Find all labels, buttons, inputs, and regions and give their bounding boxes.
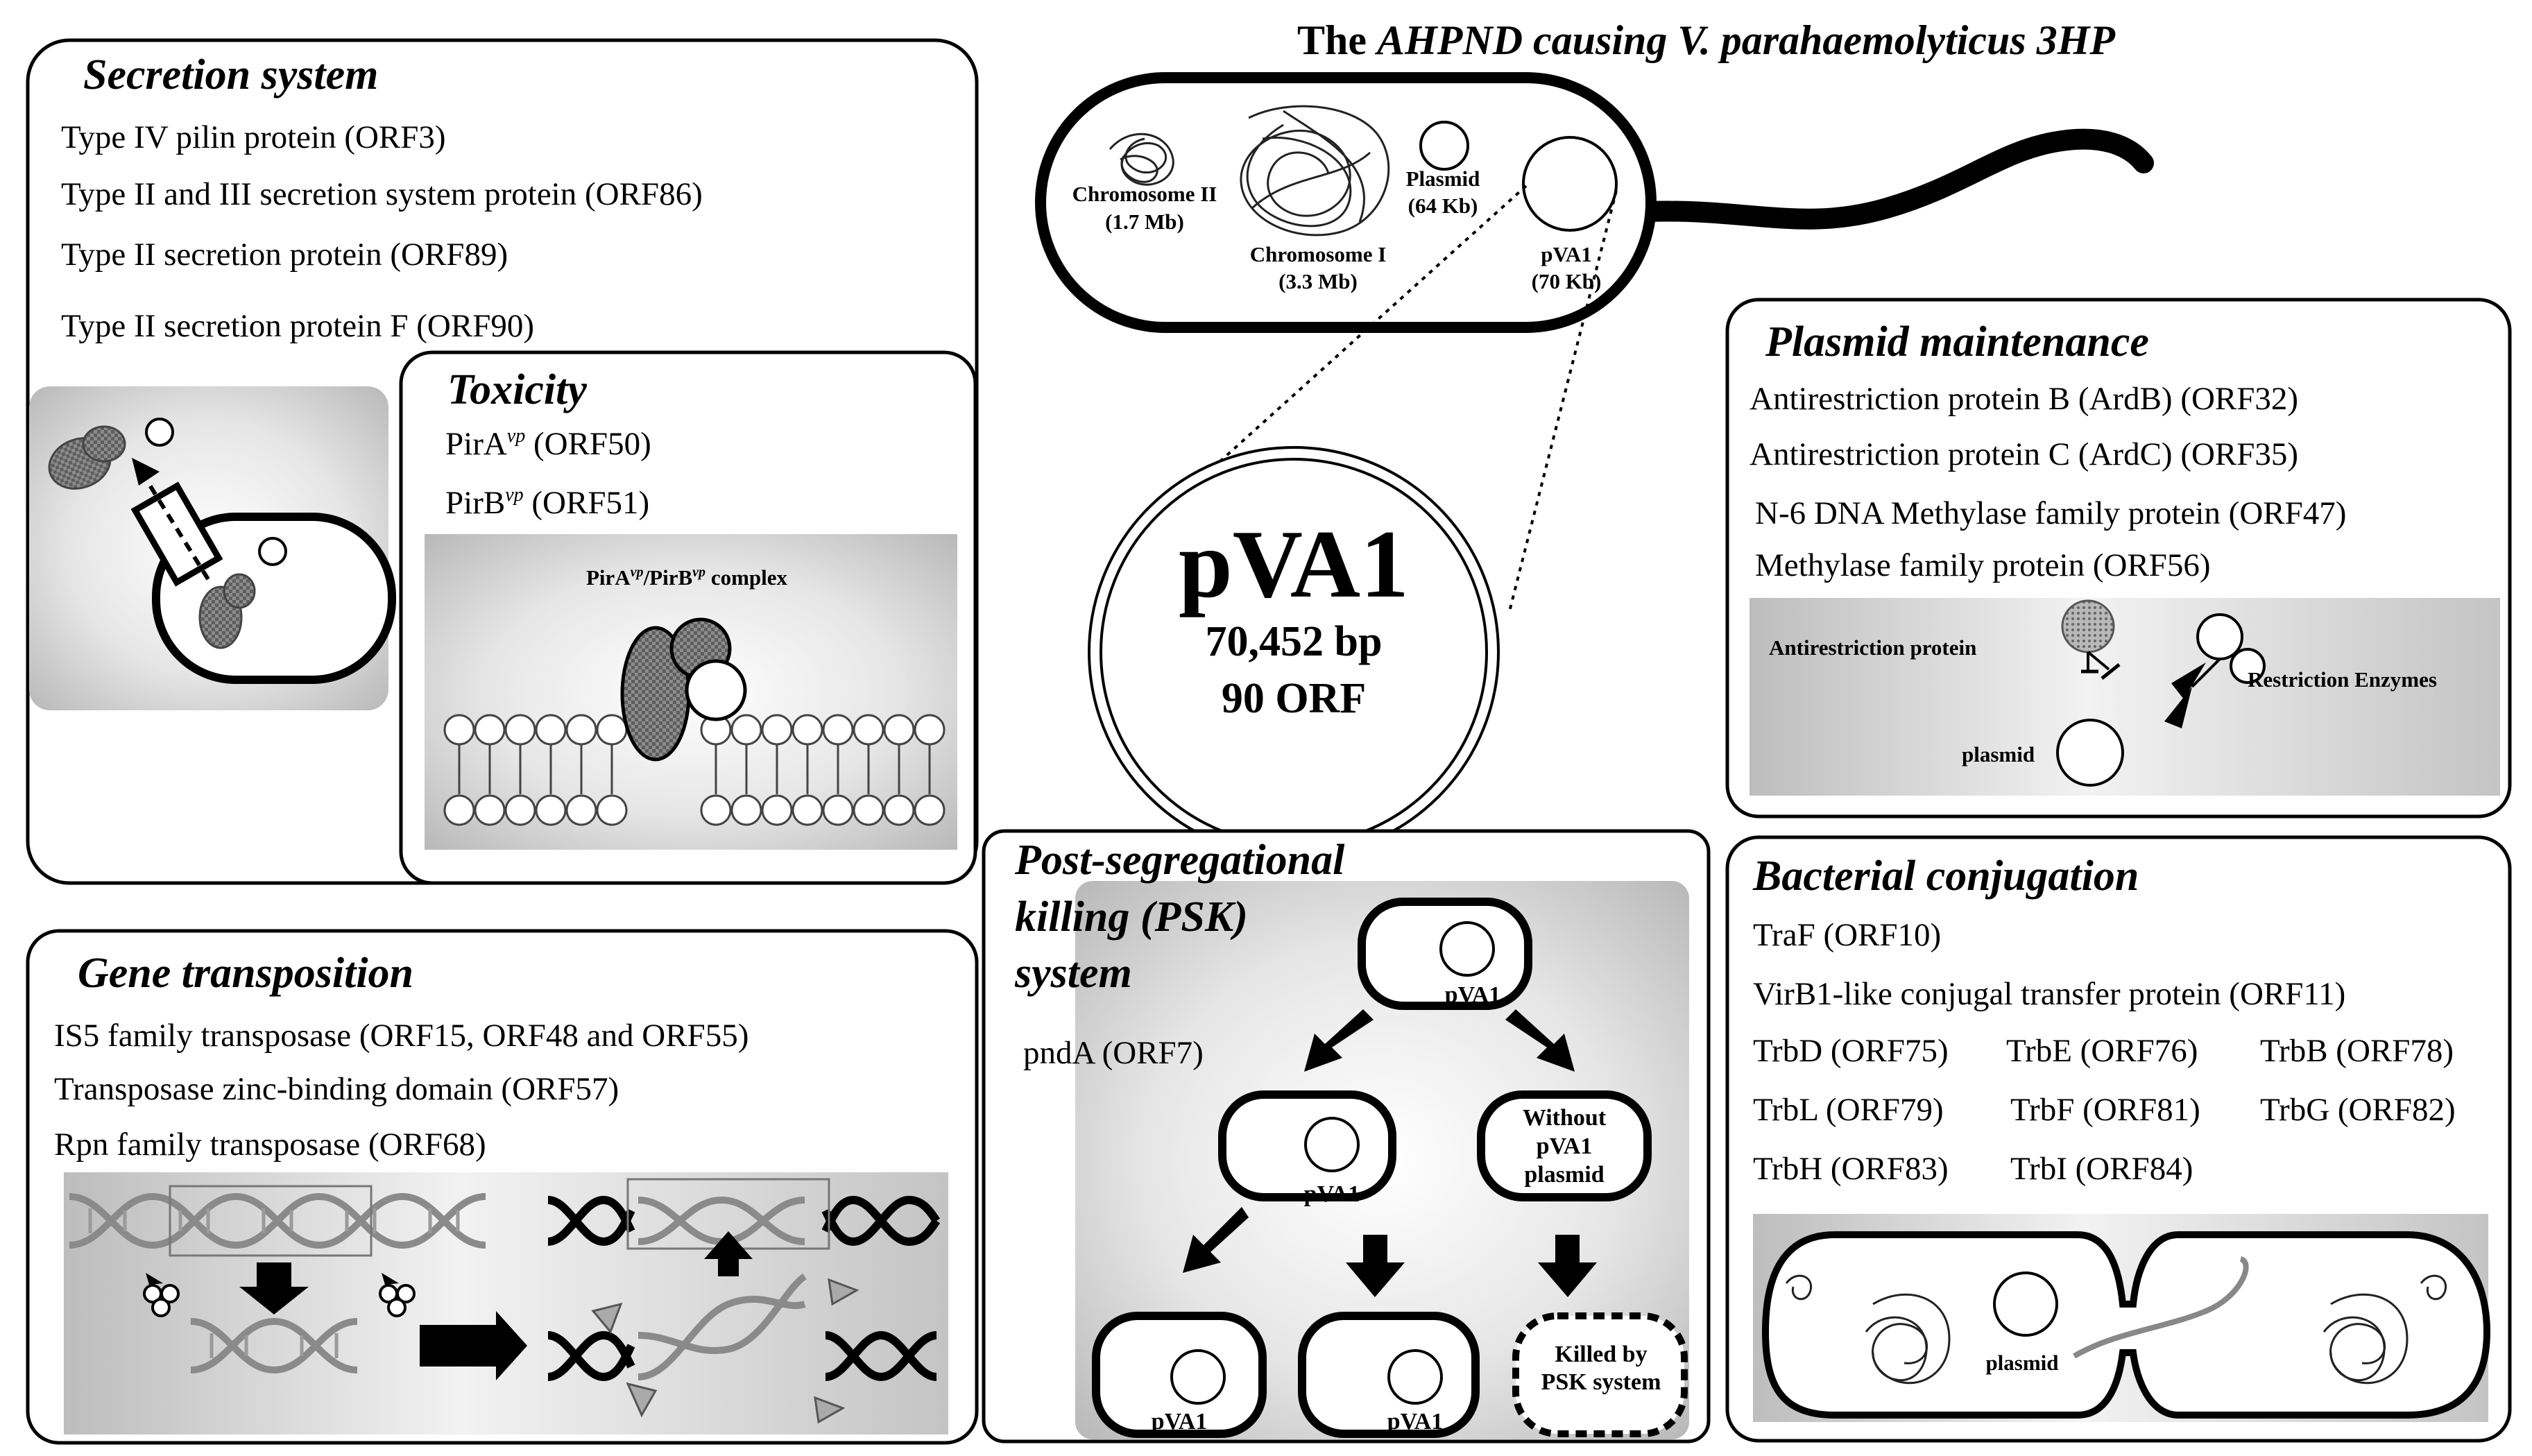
without-label: pVA1 — [1537, 1133, 1593, 1159]
pva1-bp: 70,452 bp — [1206, 618, 1383, 665]
secretion-item: Type II secretion protein F (ORF90) — [61, 308, 534, 344]
gene-transposition-item: Transposase zinc-binding domain (ORF57) — [54, 1071, 619, 1107]
gene-transposition-panel: Gene transposition IS5 family transposas… — [26, 929, 979, 1445]
pva1-label-small: pVA1 — [1541, 242, 1592, 266]
pva1-orf-count: 90 ORF — [1222, 675, 1366, 722]
conjugation-item: VirB1-like conjugal transfer protein (OR… — [1753, 976, 2345, 1012]
conjugation-item: TrbL (ORF79) — [1753, 1092, 1944, 1128]
secretion-item: Type II secretion protein (ORF89) — [61, 237, 508, 273]
chromosome-ii-tangle — [1109, 132, 1174, 186]
conjugation-item: TrbD (ORF75) — [1753, 1033, 1949, 1069]
pva1-big-plasmid: pVA1 70,452 bp 90 ORF — [1088, 446, 1500, 858]
chromosome-ii-size: (1.7 Mb) — [1105, 209, 1184, 234]
psk-heading-line: killing (PSK) — [1015, 893, 1248, 941]
without-label: plasmid — [1524, 1162, 1604, 1188]
secretion-illustration — [29, 386, 396, 710]
pva1-cell-label: pVA1 — [1445, 982, 1501, 1008]
transposase-right — [379, 1273, 416, 1317]
conjugation-illustration: plasmid — [1753, 1214, 2491, 1422]
pva1-size-small: (70 Kb) — [1532, 269, 1602, 293]
bacterial-conjugation-panel: Bacterial conjugation TraF (ORF10) VirB1… — [1725, 835, 2512, 1443]
conjugation-plasmid-label: plasmid — [1985, 1351, 2058, 1375]
gene-transposition-item: Rpn family transposase (ORF68) — [54, 1127, 486, 1163]
plasmid-64kb-ring — [1419, 121, 1469, 171]
bacterium-diagram: Chromosome II (1.7 Mb) Chromosome I (3.3… — [1035, 72, 2154, 333]
toxicity-heading: Toxicity — [447, 366, 587, 413]
bacterium-cell — [1035, 72, 1657, 333]
transposition-illustration — [64, 1172, 948, 1434]
plasmid-maintenance-item: N-6 DNA Methylase family protein (ORF47) — [1755, 495, 2346, 531]
chromosome-i-tangle — [1240, 105, 1390, 237]
plasmid-size: (64 Kb) — [1408, 194, 1478, 218]
plasmid-maintenance-item: Methylase family protein (ORF56) — [1755, 547, 2211, 583]
chromosome-ii-label: Chromosome II — [1072, 182, 1217, 206]
conjugation-item: TraF (ORF10) — [1753, 917, 1941, 953]
pva1-big-name: pVA1 — [1179, 511, 1409, 618]
secretion-item: Type II and III secretion system protein… — [61, 176, 703, 212]
maintenance-plasmid-label: plasmid — [1962, 742, 2035, 766]
zoom-line-left — [1122, 185, 1528, 549]
psk-item: pndA (ORF7) — [1023, 1035, 1204, 1071]
pirb-item: PirBvp (ORF51) — [445, 484, 649, 521]
figure-title: The AHPND causing V. parahaemolyticus 3H… — [1297, 17, 2116, 63]
dna-helix-source — [69, 1185, 486, 1257]
gene-transposition-item: IS5 family transposase (ORF15, ORF48 and… — [54, 1018, 749, 1054]
conjugation-item: TrbF (ORF81) — [2010, 1092, 2200, 1128]
plasmid-maintenance-item: Antirestriction protein C (ArdC) (ORF35) — [1750, 436, 2298, 472]
plasmid-maintenance-panel: Plasmid maintenance Antirestriction prot… — [1725, 298, 2512, 819]
pva1-cell-label: pVA1 — [1152, 1409, 1208, 1434]
conjugation-item: TrbE (ORF76) — [2006, 1033, 2198, 1069]
plasmid-maintenance-item: Antirestriction protein B (ArdB) (ORF32) — [1750, 381, 2298, 417]
psk-heading-line: Post-segregational — [1014, 837, 1345, 884]
flagellum — [1637, 128, 2154, 230]
conjugation-item: TrbI (ORF84) — [2010, 1151, 2193, 1187]
membrane-right — [700, 714, 946, 826]
pva1-cell-label: pVA1 — [1304, 1181, 1360, 1207]
dna-helix-excised — [190, 1317, 358, 1374]
killed-label: PSK system — [1541, 1369, 1661, 1395]
restriction-illustration: Antirestriction protein Restriction Enzy… — [1750, 598, 2500, 796]
psk-flow: pVA1 pVA1 Without pVA1 plasmid pVA1 pVA1… — [1092, 898, 1688, 1438]
killed-label: Killed by — [1555, 1342, 1647, 1367]
complex-label: PirAvp/PirBvp complex — [586, 565, 788, 590]
toxin-membrane-illustration: PirAvp/PirBvp complex — [425, 534, 957, 850]
psk-system-panel: Post-segregational killing (PSK) system … — [982, 829, 1711, 1444]
pva1-ring-small — [1522, 136, 1618, 232]
membrane-left — [443, 714, 628, 826]
pva1-cell-label: pVA1 — [1387, 1409, 1444, 1434]
conjugation-item: TrbG (ORF82) — [2260, 1092, 2456, 1128]
toxicity-panel: Toxicity PirAvp (ORF50) PirBvp (ORF51) P… — [399, 350, 977, 885]
secretion-heading: Secretion system — [83, 51, 378, 99]
pira-item: PirAvp (ORF50) — [445, 425, 651, 462]
chromosome-i-size: (3.3 Mb) — [1278, 269, 1358, 293]
conjugation-heading: Bacterial conjugation — [1752, 853, 2139, 900]
restriction-enzymes-label: Restriction Enzymes — [2248, 667, 2437, 692]
dna-helix-target — [547, 1178, 940, 1424]
without-label: Without — [1523, 1105, 1607, 1131]
secretion-item: Type IV pilin protein (ORF3) — [61, 119, 446, 155]
gene-transposition-heading: Gene transposition — [78, 950, 413, 997]
plasmid-label: Plasmid — [1406, 166, 1480, 191]
conjugation-item: TrbB (ORF78) — [2260, 1033, 2454, 1069]
psk-heading-line: system — [1014, 950, 1132, 997]
plasmid-maintenance-heading: Plasmid maintenance — [1765, 318, 2149, 366]
antirestriction-label: Antirestriction protein — [1769, 635, 1976, 660]
conjugation-item: TrbH (ORF83) — [1753, 1151, 1949, 1187]
pirb-subunit — [685, 659, 747, 721]
transposase-left — [143, 1273, 180, 1317]
chromosome-i-label: Chromosome I — [1250, 242, 1387, 266]
